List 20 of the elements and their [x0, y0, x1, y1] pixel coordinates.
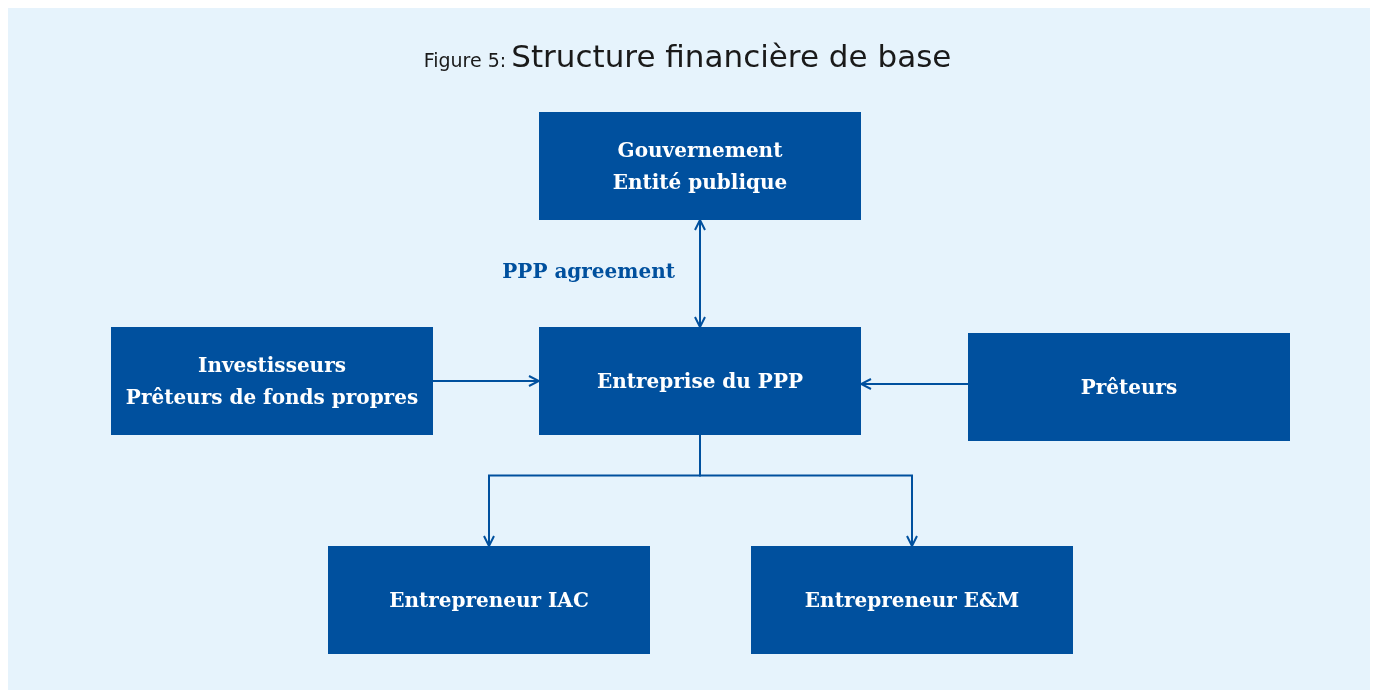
box-text: Prêteurs	[1080, 374, 1178, 401]
box-text: Prêteurs de fonds propres	[125, 384, 419, 411]
arrow	[860, 378, 969, 390]
box-text: Entrepreneur IAC	[389, 587, 589, 614]
arrow	[694, 219, 706, 328]
box-text: Investisseurs	[198, 352, 346, 379]
box-text: Entité publique	[612, 169, 788, 196]
box-text: Gouvernement	[617, 137, 783, 164]
entity-box	[539, 112, 861, 220]
entity-box	[968, 333, 1290, 441]
box-text: Entrepreneur E&M	[804, 587, 1020, 614]
entity-box	[751, 546, 1073, 654]
box-text: Entreprise du PPP	[597, 368, 803, 395]
arrow	[699, 434, 918, 547]
arrow	[432, 375, 540, 387]
entity-box	[111, 327, 433, 435]
entity-box	[539, 327, 861, 435]
figure-number: Figure 5:	[423, 49, 507, 71]
entity-box	[328, 546, 650, 654]
diagram-title: Structure financière de base	[511, 38, 952, 74]
